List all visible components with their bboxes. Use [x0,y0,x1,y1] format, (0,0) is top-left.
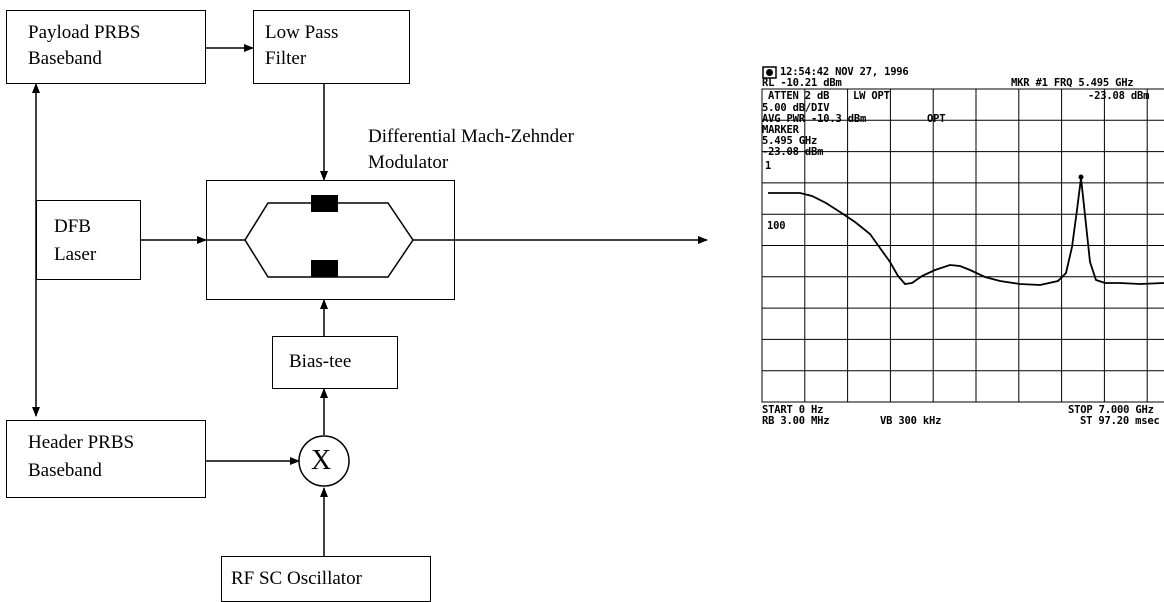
dfb-laser-label-line1: DFB [54,216,91,237]
sa-vbw: VB 300 kHz [880,415,942,427]
bias-tee-label: Bias-tee [289,351,352,372]
spectrum-trace [768,177,1164,286]
sa-marker-label: MARKER [762,124,799,136]
modulator-box [206,180,455,300]
low-pass-filter-label-line2: Filter [265,48,307,69]
instrument-logo-icon [762,66,777,79]
sa-marker-level: -23.08 dBm [762,146,824,158]
header-prbs-label-line2: Baseband [28,460,102,481]
electrode-top [311,195,338,212]
marker-dot [1078,174,1084,180]
sa-marker-number: 1 [765,160,772,172]
sa-marker-freq: MKR #1 FRQ 5.495 GHz [1011,77,1134,89]
sa-rbw: RB 3.00 MHz [762,415,830,427]
sa-hundred: 100 [767,220,786,232]
dfb-laser-label-line2: Laser [54,244,97,265]
payload-prbs-label-line2: Baseband [28,48,102,69]
rf-oscillator-box [221,556,431,602]
sa-time-date: 12:54:42 NOV 27, 1996 [780,66,909,78]
sa-stop: STOP 7.000 GHz [1068,404,1154,416]
header-prbs-label-line1: Header PRBS [28,432,135,453]
low-pass-filter-label-line1: Low Pass [265,22,339,43]
dfb-laser-box [36,200,141,280]
sa-avg-pwr: AVG PWR -10.3 dBm [762,113,867,125]
sa-start: START 0 Hz [762,404,824,416]
mixer-circle [298,435,350,487]
rf-oscillator-label: RF SC Oscillator [231,568,362,589]
bias-tee-box [272,336,398,389]
modulator-label-line1: Differential Mach-Zehnder [368,126,574,147]
spectrum-graticule [761,88,1164,403]
electrode-bottom [311,260,338,277]
header-prbs-box [6,420,206,498]
sa-marker-level-top: -23.08 dBm [1088,90,1150,102]
sa-scale: 5.00 dB/DIV [762,102,830,114]
payload-prbs-box [6,10,206,84]
mixer-symbol: X [311,445,332,476]
sa-sweep: ST 97.20 msec [1080,415,1160,427]
sa-mode: LW OPT [853,90,890,102]
payload-prbs-label-line1: Payload PRBS [28,22,141,43]
low-pass-filter-box [253,10,410,84]
modulator-label-line2: Modulator [368,152,449,173]
sa-opt: OPT [927,113,946,125]
sa-marker-freq-short: 5.495 GHz [762,135,818,147]
sa-atten: ATTEN 2 dB [768,90,830,102]
sa-ref-level: RL -10.21 dBm [762,77,842,89]
